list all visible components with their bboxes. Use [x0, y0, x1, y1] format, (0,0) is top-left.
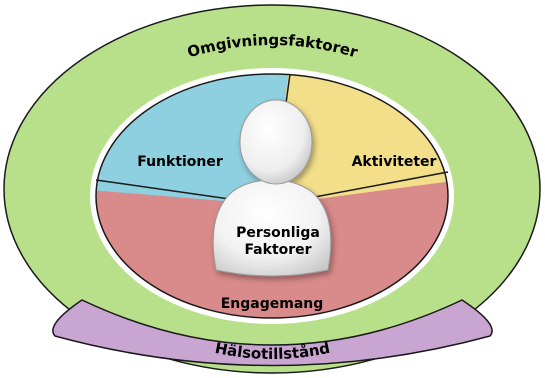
center-label-line2: Faktorer — [244, 242, 311, 258]
person-body — [212, 179, 332, 277]
inner-ellipse-outline — [95, 73, 449, 319]
bottom-ring — [52, 299, 493, 367]
right-segment-label: Aktiviteter — [352, 154, 437, 170]
left-segment-label: Funktioner — [137, 154, 223, 170]
person-icon — [212, 99, 332, 277]
center-label-line1: Personliga — [236, 225, 320, 241]
lower-segment-label: Engagemang — [221, 296, 324, 312]
person-head — [239, 99, 313, 185]
